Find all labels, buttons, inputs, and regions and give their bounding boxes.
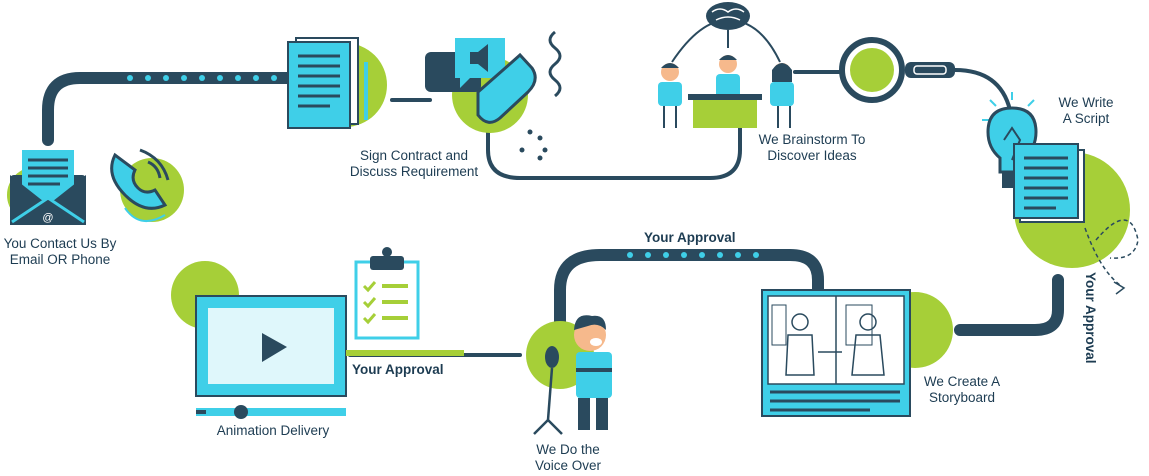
squiggle-icon — [548, 30, 562, 98]
voiceover-line1: We Do the — [536, 442, 600, 457]
brainstorm-line2: Discover Ideas — [767, 148, 857, 163]
seek-knob-icon — [234, 405, 248, 419]
approval-label-right: Your Approval — [1083, 272, 1098, 364]
email-at-symbol: @ — [42, 212, 53, 224]
path-storyboard-to-voice — [554, 249, 824, 336]
meeting-table — [693, 96, 757, 128]
meeting-table-top — [688, 94, 762, 100]
sketch-people-icon — [785, 313, 885, 376]
voice-artist-icon — [574, 315, 612, 430]
script-step — [982, 92, 1139, 295]
storyboard-step — [761, 289, 953, 417]
checklist-icon — [354, 247, 420, 340]
approval-underline — [346, 350, 464, 356]
delivery-step — [171, 247, 464, 419]
approval-label-top: Your Approval — [644, 230, 736, 245]
brain-icon — [706, 2, 750, 48]
contact-line2: Email OR Phone — [9, 252, 111, 267]
script-line2: A Script — [1062, 111, 1110, 126]
contact-line1: You Contact Us By — [3, 236, 117, 251]
brainstorm-step — [658, 2, 794, 128]
video-player-icon — [195, 295, 347, 419]
chat-bubble-speaker-icon — [455, 38, 505, 88]
dotted-path — [127, 75, 759, 258]
contract-line1: Sign Contract and — [359, 148, 469, 163]
step-label-voiceover: We Do the Voice Over — [518, 442, 618, 474]
arrow-head-icon — [1113, 281, 1126, 295]
step-label-script: We Write A Script — [1046, 95, 1126, 127]
step-label-delivery: Animation Delivery — [196, 423, 350, 439]
storyboard-line1: We Create A — [923, 374, 1001, 389]
voiceover-line2: Voice Over — [534, 458, 602, 473]
magnifier-icon — [839, 37, 955, 103]
approval-label-bottom: Your Approval — [352, 362, 444, 377]
path-loop-to-brainstorm — [486, 93, 742, 180]
phone-icon — [110, 148, 170, 223]
workflow-path — [42, 68, 1064, 357]
dashed-arrow — [1084, 227, 1121, 286]
step-label-storyboard: We Create A Storyboard — [912, 374, 1012, 406]
team-people-icon — [658, 55, 794, 128]
path-contact-to-contract — [42, 72, 296, 146]
storyboard-frame — [761, 289, 911, 417]
script-document-icon — [1013, 143, 1085, 223]
microphone-icon — [533, 346, 563, 435]
email-icon: @ — [10, 150, 86, 225]
handset-icon — [476, 52, 537, 124]
delivery-line1: Animation Delivery — [216, 423, 330, 438]
voiceover-step — [526, 315, 612, 435]
contract-line2: Discuss Requirement — [349, 164, 479, 179]
contact-step: @ — [7, 148, 184, 225]
step-label-contract: Sign Contract and Discuss Requirement — [334, 148, 494, 180]
spinner-icon — [519, 129, 548, 161]
step-label-contact: You Contact Us By Email OR Phone — [0, 236, 120, 268]
script-line1: We Write — [1058, 95, 1114, 110]
path-lens-to-bulb — [953, 68, 1012, 112]
brainstorm-line1: We Brainstorm To — [758, 132, 866, 147]
step-label-brainstorm: We Brainstorm To Discover Ideas — [742, 132, 882, 164]
contract-step — [287, 37, 387, 129]
path-script-to-storyboard — [954, 274, 1064, 336]
play-icon — [262, 333, 287, 362]
document-icon — [287, 37, 359, 129]
storyboard-line2: Storyboard — [928, 390, 996, 405]
discussion-icons — [425, 30, 562, 161]
